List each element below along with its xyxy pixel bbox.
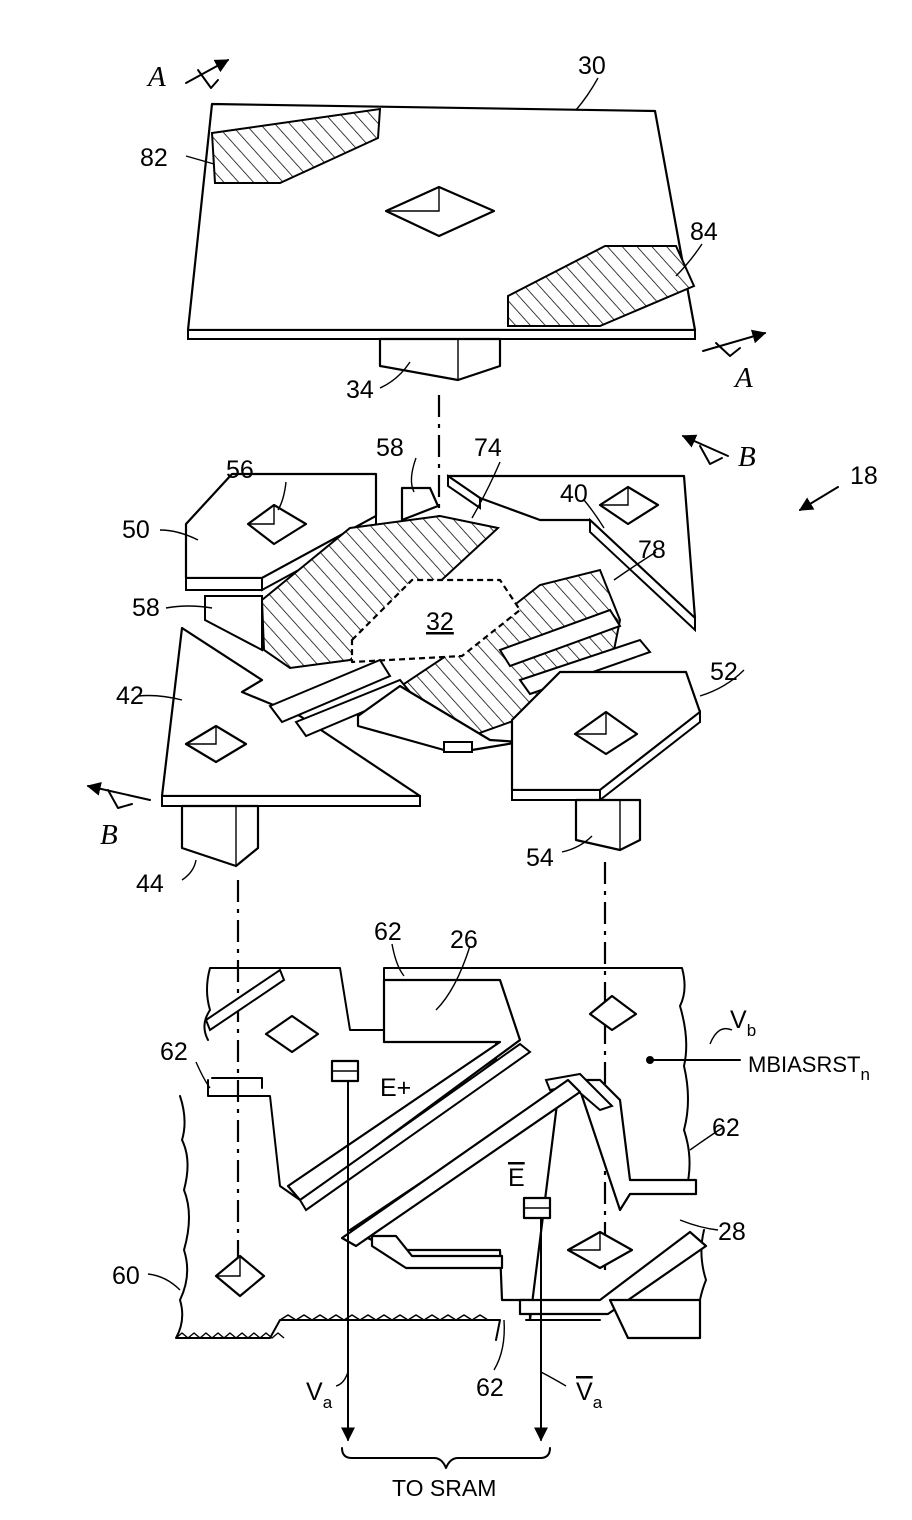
label-62-right: 62 — [712, 1114, 740, 1142]
label-44: 44 — [136, 870, 164, 898]
label-82: 82 — [140, 144, 168, 172]
label-28: 28 — [718, 1218, 746, 1246]
label-60: 60 — [112, 1262, 140, 1290]
section-a-top: A — [146, 60, 228, 93]
label-34: 34 — [346, 376, 374, 404]
label-30: 30 — [578, 52, 606, 80]
label-to-sram: TO SRAM — [392, 1475, 496, 1501]
label-va: Va — [306, 1378, 333, 1412]
label-18: 18 — [850, 462, 878, 490]
label-50: 50 — [122, 516, 150, 544]
label-62-top: 62 — [374, 918, 402, 946]
mirror-layer — [188, 104, 695, 380]
label-62-bottom: 62 — [476, 1374, 504, 1402]
label-e-plus: E+ — [380, 1074, 411, 1102]
addr-via-1 — [266, 1016, 318, 1052]
label-va-bar: Va — [576, 1378, 603, 1412]
mirror-post — [380, 339, 500, 380]
label-74: 74 — [474, 434, 502, 462]
spring-tip-58 — [402, 488, 438, 520]
label-42: 42 — [116, 682, 144, 710]
label-58-top: 58 — [376, 434, 404, 462]
section-b-label: B — [738, 441, 756, 473]
hinge-post-44 — [182, 806, 258, 866]
label-54: 54 — [526, 844, 554, 872]
label-56: 56 — [226, 456, 254, 484]
label-84: 84 — [690, 218, 718, 246]
section-a-label: A — [146, 61, 166, 93]
electrode-post-54 — [576, 800, 640, 850]
label-mbiasrst: MBIASRSTn — [748, 1052, 870, 1084]
label-26: 26 — [450, 926, 478, 954]
label-32: 32 — [426, 608, 454, 636]
label-58-left: 58 — [132, 594, 160, 622]
mirror-plate-edge — [188, 330, 695, 339]
label-vb: Vb — [730, 1006, 756, 1040]
address-layer — [176, 968, 740, 1340]
addr-via-2 — [590, 996, 636, 1030]
label-52: 52 — [710, 658, 738, 686]
label-62-left: 62 — [160, 1038, 188, 1066]
section-a-label-2: A — [733, 362, 753, 394]
label-40: 40 — [560, 480, 588, 508]
sram-brace — [342, 1448, 550, 1468]
section-b-bottom: B — [88, 786, 150, 851]
label-e-bar: E — [508, 1164, 525, 1192]
section-a-bottom: A — [703, 333, 765, 394]
hinge-layer — [162, 474, 700, 866]
label-78: 78 — [638, 536, 666, 564]
section-b-top: B — [683, 436, 756, 473]
section-b-label-2: B — [100, 819, 118, 851]
